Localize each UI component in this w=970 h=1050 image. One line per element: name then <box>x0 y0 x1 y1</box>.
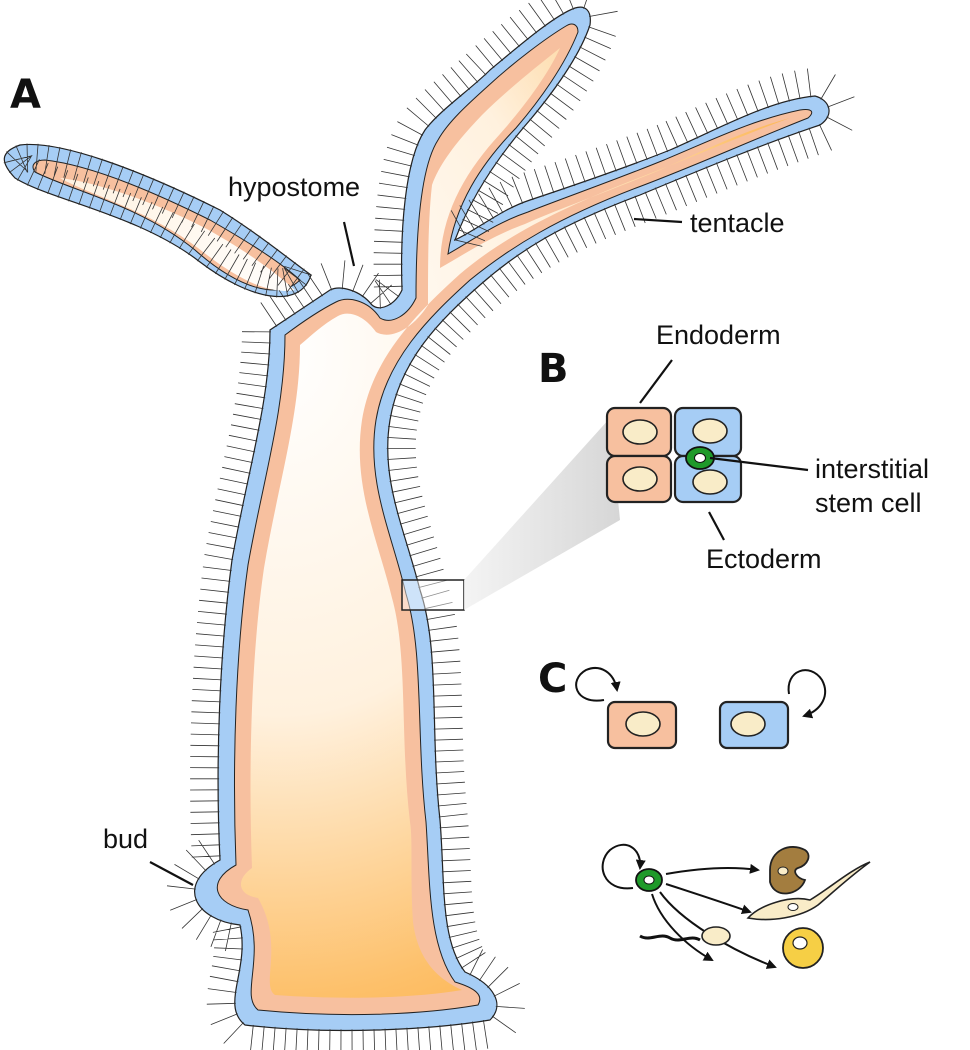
self-renewal-arrow <box>601 843 646 890</box>
sperm-head <box>701 926 731 946</box>
interstitial-label-line2: stem cell <box>815 488 922 518</box>
bud-label: bud <box>103 824 148 854</box>
ectoderm-leader <box>708 511 725 541</box>
panel-letter-c: C <box>538 656 567 702</box>
zoom-box <box>401 579 465 611</box>
nerve-cell <box>746 861 871 921</box>
panel-letter-a: A <box>10 72 41 118</box>
nerve-cell-nucleus <box>787 903 799 911</box>
sperm-tail <box>639 934 701 942</box>
bud-leader <box>149 861 194 886</box>
tentacle-label: tentacle <box>690 208 785 238</box>
panel-letter-b: B <box>538 346 569 392</box>
interstitial-leader <box>709 456 809 472</box>
stem-cell-differentiation <box>601 843 871 969</box>
nucleus <box>622 466 658 492</box>
nucleus <box>625 711 661 737</box>
interstitial-label-line1: interstitial <box>815 454 929 484</box>
cell-boundaries <box>3 0 855 1050</box>
hypostome-label: hypostome <box>228 172 360 202</box>
nucleus <box>622 419 658 445</box>
self-renewal-endoderm <box>575 667 678 750</box>
differentiation-arrow <box>665 883 752 915</box>
hydra-body <box>3 0 855 1050</box>
self-renewal-arrow <box>575 667 621 702</box>
self-renewal-ectoderm <box>718 669 827 750</box>
ectoderm-label: Ectoderm <box>706 544 822 574</box>
nucleus <box>730 711 766 737</box>
gland-cell-nucleus <box>777 866 789 876</box>
differentiation-arrow <box>651 893 714 961</box>
zoom-cone <box>464 418 620 610</box>
endoderm-layer <box>32 23 813 1016</box>
differentiation-arrow <box>665 863 760 875</box>
endoderm-leader <box>639 359 673 404</box>
endoderm-label: Endoderm <box>656 320 781 350</box>
nucleus <box>692 418 728 444</box>
cell-block <box>605 406 743 504</box>
tentacle-leader <box>633 217 683 224</box>
stem-cell-nucleus <box>694 453 706 463</box>
egg-nucleus <box>792 936 808 950</box>
stem-cell-nucleus <box>643 875 655 885</box>
nucleus <box>692 469 728 495</box>
gland-cell <box>769 846 810 895</box>
self-renewal-arrow <box>787 669 827 719</box>
hypostome-leader <box>342 221 356 267</box>
